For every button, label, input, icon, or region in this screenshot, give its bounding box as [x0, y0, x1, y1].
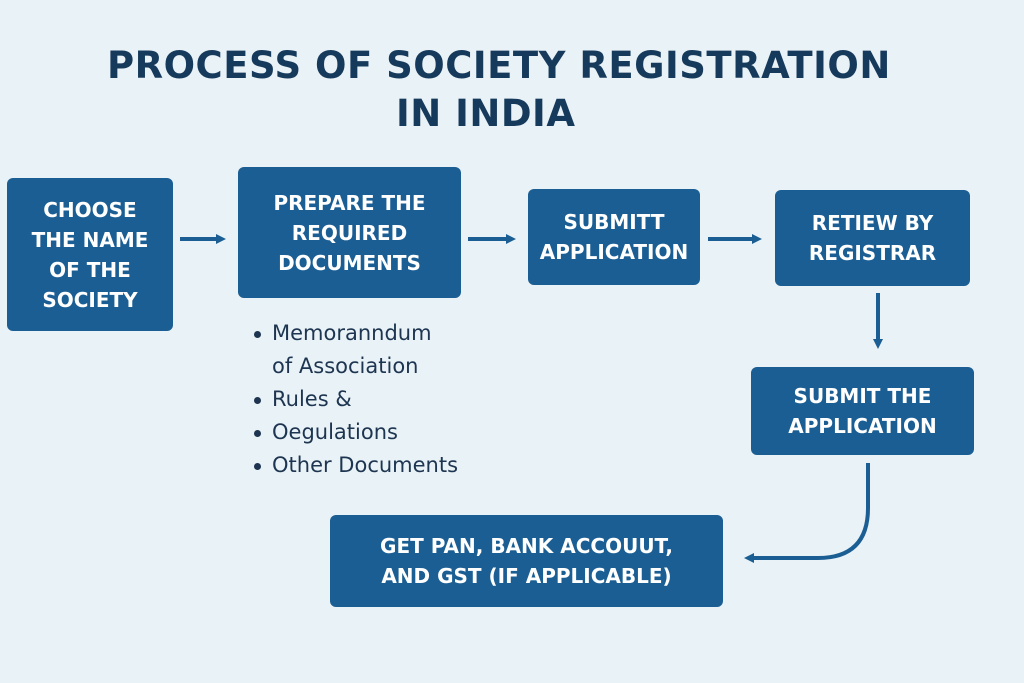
diagram-title-line-2: IN INDIA: [396, 92, 576, 135]
step-submitt-application-box: SUBMITT APPLICATION: [528, 189, 700, 285]
step-prepare-documents-box: PREPARE THE REQUIRED DOCUMENTS: [238, 167, 461, 298]
document-item: Memoranndum: [250, 317, 458, 350]
required-documents-list: Memoranndum of Association Rules & Oegul…: [250, 317, 458, 482]
diagram-title-line-1: PROCESS OF SOCIETY REGISTRATION: [107, 44, 891, 87]
step-submit-application-box: SUBMIT THE APPLICATION: [751, 367, 974, 455]
document-item: Oegulations: [250, 416, 458, 449]
step-get-pan-bank-gst-box: GET PAN, BANK ACCOUUT, AND GST (IF APPLI…: [330, 515, 723, 607]
document-item: Other Documents: [250, 449, 458, 482]
step-review-by-registrar-box: RETIEW BY REGISTRAR: [775, 190, 970, 286]
step-choose-name-box: CHOOSE THE NAME OF THE SOCIETY: [7, 178, 173, 331]
document-item-continued: of Association: [272, 354, 419, 378]
arrow-submit-to-getpan: [744, 463, 870, 563]
document-item: Rules &: [250, 383, 458, 416]
